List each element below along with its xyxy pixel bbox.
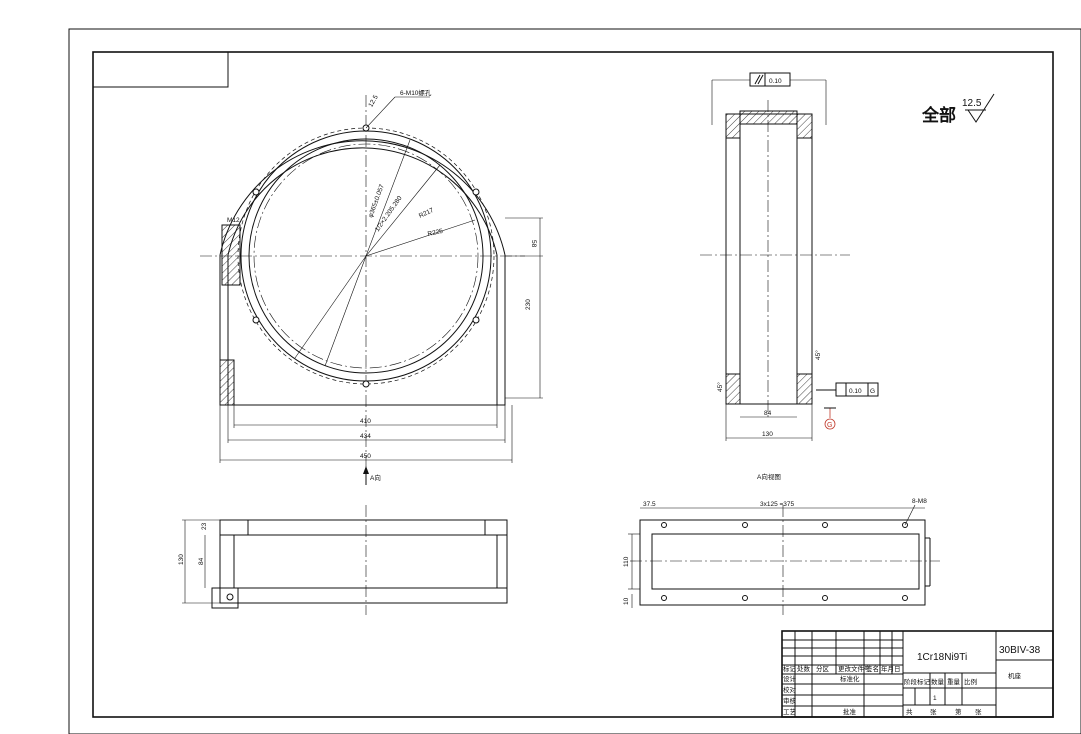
stage-label-3: 比例: [964, 677, 977, 686]
row-label-1: 校对: [783, 685, 797, 694]
angle-label: 12.5: [367, 94, 380, 109]
std-label: 标准化: [840, 674, 860, 683]
dim-434: 434: [360, 433, 371, 440]
parallel-tol: 0.10: [769, 78, 782, 85]
perp-tol: 0.10: [849, 388, 862, 395]
dim-pitch: 3x125 =375: [760, 501, 795, 508]
roughness-symbol: [967, 93, 995, 123]
sheet-label-0: 共: [906, 707, 913, 716]
dim-130-side: 130: [762, 431, 773, 438]
row-label-0: 设计: [783, 674, 797, 683]
sheet-label-2: 第: [955, 707, 962, 716]
dim-84-side: 84: [764, 410, 772, 417]
top-view: [200, 95, 543, 485]
dim-84-front: 84: [198, 557, 205, 565]
stage-label-2: 重量: [947, 678, 961, 686]
dim-37-5: 37.5: [643, 501, 656, 508]
outer-border: [68, 28, 1081, 734]
chamfer-right: 45°: [814, 350, 822, 360]
dim-58: 58: [530, 240, 537, 248]
header-col-3: 更改文件号: [838, 664, 871, 673]
dim-230: 230: [525, 299, 532, 310]
side-view: [700, 72, 879, 441]
bottom-left-view: [182, 505, 508, 615]
r217-label: R217: [418, 207, 435, 220]
hole-note-6m10: 6-M10螺孔: [400, 88, 432, 97]
header-col-5: 年月日: [881, 664, 901, 673]
r225-label: R225: [427, 228, 444, 238]
row-label-3: 工艺: [783, 708, 797, 716]
header-col-4: 签名: [866, 664, 879, 673]
datum-g: G: [870, 388, 875, 395]
material: 1Cr18Ni9Ti: [917, 652, 967, 663]
chamfer-left: 45°: [716, 382, 724, 392]
bottom-right-title: A向视图: [757, 472, 781, 481]
qty-value: 1: [933, 695, 937, 702]
dim-110: 110: [623, 556, 630, 567]
dim-10: 10: [623, 597, 630, 605]
bottom-right-view: [628, 504, 940, 615]
dia-fit-label: φ365±0.057: [367, 183, 386, 219]
header-col-0: 标记: [783, 664, 797, 673]
stage-label-0: 阶段标记: [904, 677, 931, 686]
header-col-2: 分区: [816, 664, 830, 673]
inner-border: [92, 51, 1054, 718]
hole-note-8m8: 8-M8: [912, 498, 927, 505]
corner-label-box: [92, 51, 229, 88]
m12-label: M12: [227, 217, 240, 224]
dim-450: 450: [360, 453, 371, 460]
roughness-scope: 全部: [921, 105, 956, 126]
dim-410: 410: [360, 418, 371, 425]
approve-label: 批准: [843, 707, 857, 716]
dim-130-front: 130: [178, 554, 185, 565]
dim-23: 23: [201, 522, 208, 530]
title-block: [781, 630, 1054, 718]
view-a-label: A向: [370, 473, 381, 482]
part-name: 机座: [1008, 671, 1022, 680]
datum-g-circle: G: [827, 422, 832, 429]
drawing-number: 30BIV-38: [999, 645, 1041, 656]
row-label-2: 审核: [783, 696, 797, 705]
sheet-label-1: 张: [930, 707, 937, 716]
stage-label-1: 数量: [931, 677, 945, 686]
header-col-1: 处数: [797, 664, 811, 673]
roughness-value: 12.5: [962, 98, 982, 109]
sheet-label-3: 张: [975, 707, 982, 716]
